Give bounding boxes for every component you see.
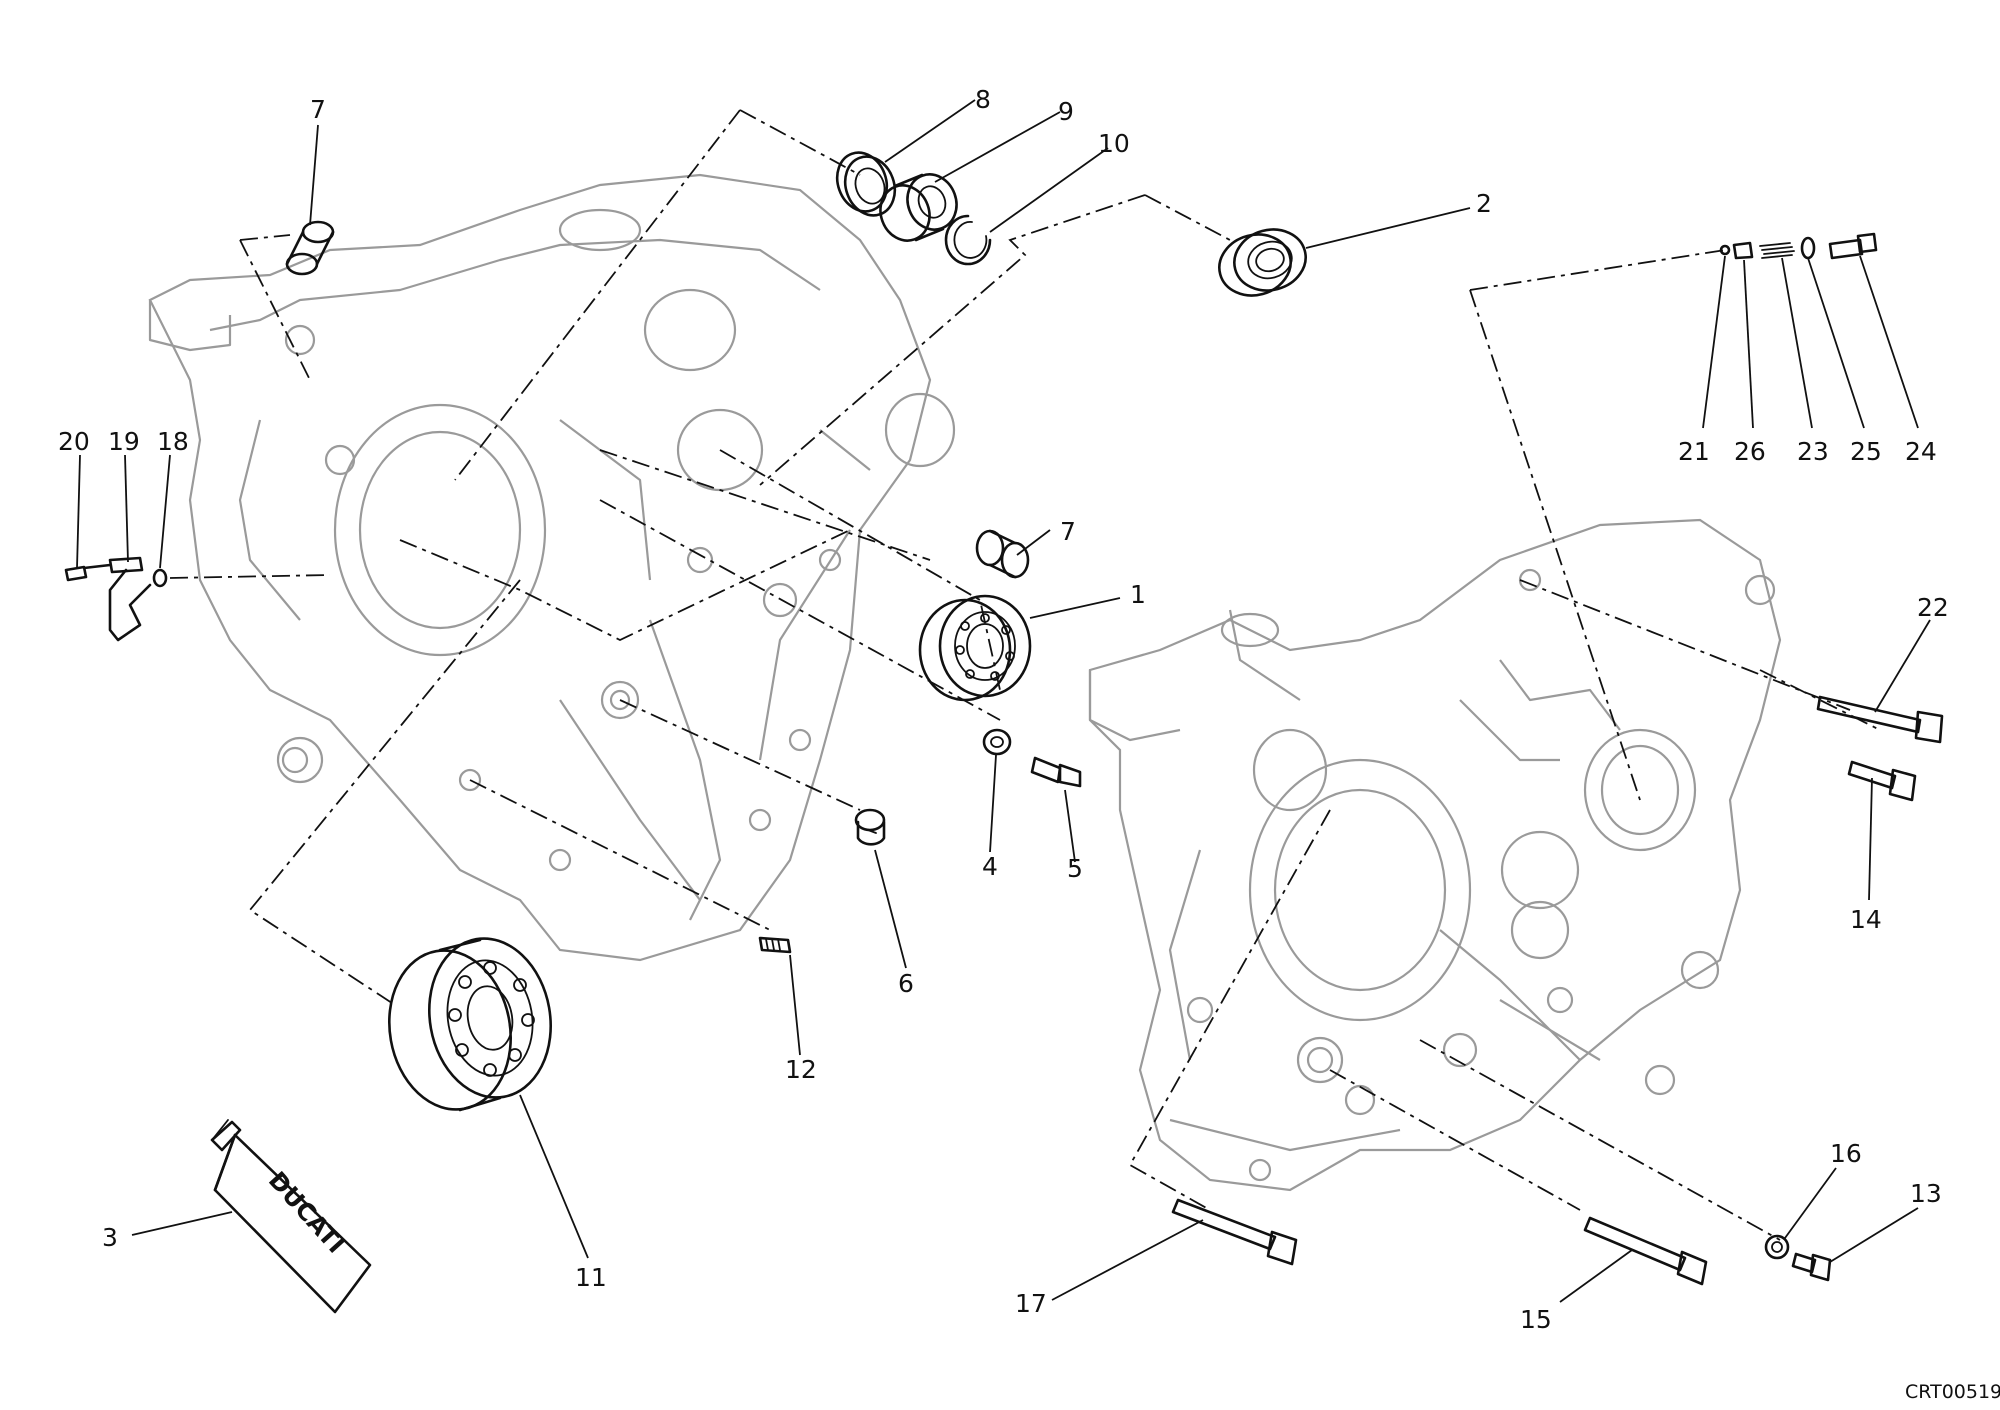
callout-12: 12	[785, 1055, 817, 1084]
dowel-upper	[285, 220, 335, 276]
callout-16: 16	[1830, 1139, 1862, 1168]
callout-26: 26	[1734, 437, 1766, 466]
callout-20: 20	[58, 427, 90, 456]
tube-brand-label: DUCATI	[263, 1166, 350, 1258]
roller-bearing	[388, 937, 552, 1112]
bypass-valve-set	[1719, 232, 1878, 260]
callout-5: 5	[1067, 854, 1083, 883]
bolt-15	[1583, 1216, 1708, 1286]
callout-4: 4	[982, 852, 998, 881]
callout-10: 10	[1098, 129, 1130, 158]
callout-labels: 7 8 9 10 2 7 1 4 5 6 12 11 3 20 19 18 21…	[58, 85, 1949, 1334]
callout-19: 19	[108, 427, 140, 456]
screw-13	[1791, 1252, 1832, 1282]
callout-6: 6	[898, 969, 914, 998]
callout-14: 14	[1850, 905, 1882, 934]
callout-11: 11	[575, 1263, 607, 1292]
bolt-17	[1171, 1198, 1298, 1266]
callout-24: 24	[1905, 437, 1937, 466]
left-crankcase-half	[148, 173, 956, 962]
dowel-middle	[975, 529, 1030, 579]
callout-2: 2	[1476, 189, 1492, 218]
right-crankcase-half	[1088, 518, 1782, 1192]
bolt-long-22	[1816, 695, 1944, 744]
callout-15: 15	[1520, 1305, 1552, 1334]
callout-18: 18	[157, 427, 189, 456]
callout-13: 13	[1910, 1179, 1942, 1208]
callout-17: 17	[1015, 1289, 1047, 1318]
callout-3: 3	[102, 1223, 118, 1252]
callout-22: 22	[1917, 593, 1949, 622]
sealing-washer	[982, 728, 1012, 756]
screw-small	[1030, 756, 1082, 788]
bolt-short-14	[1847, 760, 1917, 802]
needle-bearing	[879, 173, 958, 242]
sealant-tube: DUCATI	[210, 1119, 372, 1314]
callout-23: 23	[1797, 437, 1829, 466]
stud	[758, 936, 792, 954]
leader-lines	[76, 99, 1931, 1303]
callout-1: 1	[1130, 580, 1146, 609]
assembly-lines	[169, 109, 1881, 1241]
callout-8: 8	[975, 85, 991, 114]
callout-25: 25	[1850, 437, 1882, 466]
ball-bearing-main	[918, 594, 1032, 702]
callout-9: 9	[1058, 97, 1074, 126]
callout-21: 21	[1678, 437, 1710, 466]
callout-7: 7	[310, 95, 326, 124]
circlip	[944, 214, 992, 266]
ball-bearing-upper	[1218, 228, 1307, 297]
drawing-code: CRT00519	[1905, 1381, 2000, 1403]
plug	[854, 808, 886, 846]
washer-16	[1764, 1234, 1790, 1260]
callout-7: 7	[1060, 517, 1076, 546]
oil-pipe-fitting	[64, 556, 168, 642]
